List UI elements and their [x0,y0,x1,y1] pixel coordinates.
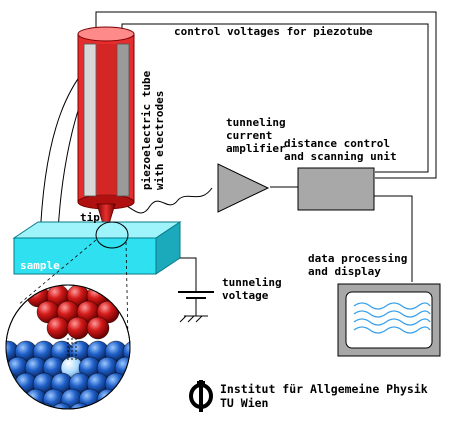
amp-label-line2: current [226,129,272,142]
sample-label: sample [20,259,60,272]
piezo-tube [77,26,135,210]
sample-atom [6,388,12,409]
voltage-source [178,257,214,323]
sample-atom [122,372,130,396]
dist-label-line2: and scanning unit [284,150,397,163]
sample-atom [86,402,110,409]
dist-label-line1: distance control [284,137,390,150]
sample-atom [14,402,38,409]
zoom-line-left [17,239,97,306]
atomic-view [5,284,131,410]
sample-atom [114,388,130,409]
piezo-label-line1: piezoelectric tube [140,70,153,190]
piezo-label-line2: with electrodes [153,91,166,190]
tv-label-line1: tunneling [222,276,282,289]
institute-logo [189,380,213,412]
tip-atom [46,316,70,340]
dp-label-line2: and display [308,265,381,278]
sample-atom [32,402,56,409]
sample-atom [6,402,20,409]
amp-label-line3: amplifier [226,142,286,155]
tip-cone [96,203,116,236]
electrode-right [116,43,130,197]
tip-atom [86,316,110,340]
electrode-left [83,43,97,197]
piezo-label: piezoelectric tube with electrodes [140,70,166,190]
dp-label-line1: data processing [308,252,407,265]
amp-label-line1: tunneling [226,116,286,129]
tv-label-line2: voltage [222,289,269,302]
institute-name: Institut für Allgemeine Physik [220,382,428,396]
amplifier-triangle [217,163,270,213]
tip-label: tip [80,211,100,224]
institute-sub: TU Wien [220,396,269,410]
control-voltages-label: control voltages for piezotube [174,25,373,38]
signal-wire [111,187,213,214]
zoom-line-right [125,241,129,341]
control-to-display-wire [374,195,413,282]
zoom-marker [95,221,129,249]
distance-control-box [297,167,375,211]
sample-atom [50,402,74,409]
tip-atom [66,316,90,340]
display-monitor [337,283,441,357]
sample-atom [104,402,128,409]
